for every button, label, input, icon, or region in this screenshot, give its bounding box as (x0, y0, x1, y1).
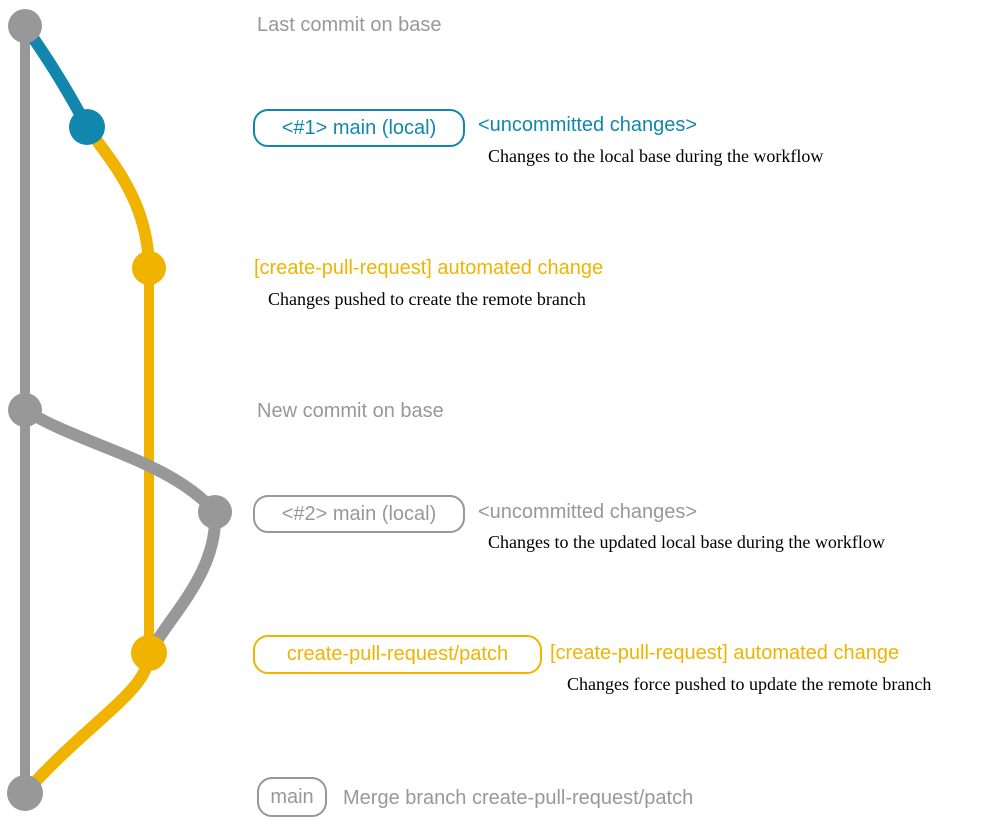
commit-node-local-main-1 (69, 109, 105, 145)
commit-node-local-main-2 (198, 495, 232, 529)
badge-create-pull-request-patch: create-pull-request/patch (253, 635, 542, 674)
note-pushed-create: Changes pushed to create the remote bran… (268, 289, 586, 309)
note-updated-local-base: Changes to the updated local base during… (488, 532, 885, 552)
commit-node-new-commit-on-base (8, 393, 42, 427)
uncommitted-changes-1: <uncommitted changes> (478, 114, 698, 136)
merge-branch-label: Merge branch create-pull-request/patch (343, 787, 694, 809)
automated-change-label-1: [create-pull-request] automated change (254, 257, 604, 279)
badge-main: main (257, 777, 327, 817)
badge-main-local-2: <#2> main (local) (253, 495, 465, 533)
commit-node-merge-commit (7, 775, 43, 811)
badge-main-local-1: <#1> main (local) (253, 109, 465, 147)
edge-patch-to-merge (19, 647, 156, 799)
commit-node-automated-change-1 (132, 251, 166, 285)
edge-local-1-to-patch-commit (81, 121, 155, 274)
note-force-pushed: Changes force pushed to update the remot… (567, 674, 932, 694)
commit-node-automated-change-2 (131, 635, 167, 671)
last-commit-label: Last commit on base (257, 14, 442, 36)
uncommitted-changes-2: <uncommitted changes> (478, 501, 698, 523)
edge-base-to-local-2 (19, 404, 221, 518)
commit-node-last-commit-on-base (8, 9, 42, 43)
note-local-base: Changes to the local base during the wor… (488, 146, 824, 166)
automated-change-label-2: [create-pull-request] automated change (550, 642, 900, 664)
edge-local-2-to-patch-update (143, 506, 222, 659)
new-commit-label: New commit on base (257, 400, 444, 422)
